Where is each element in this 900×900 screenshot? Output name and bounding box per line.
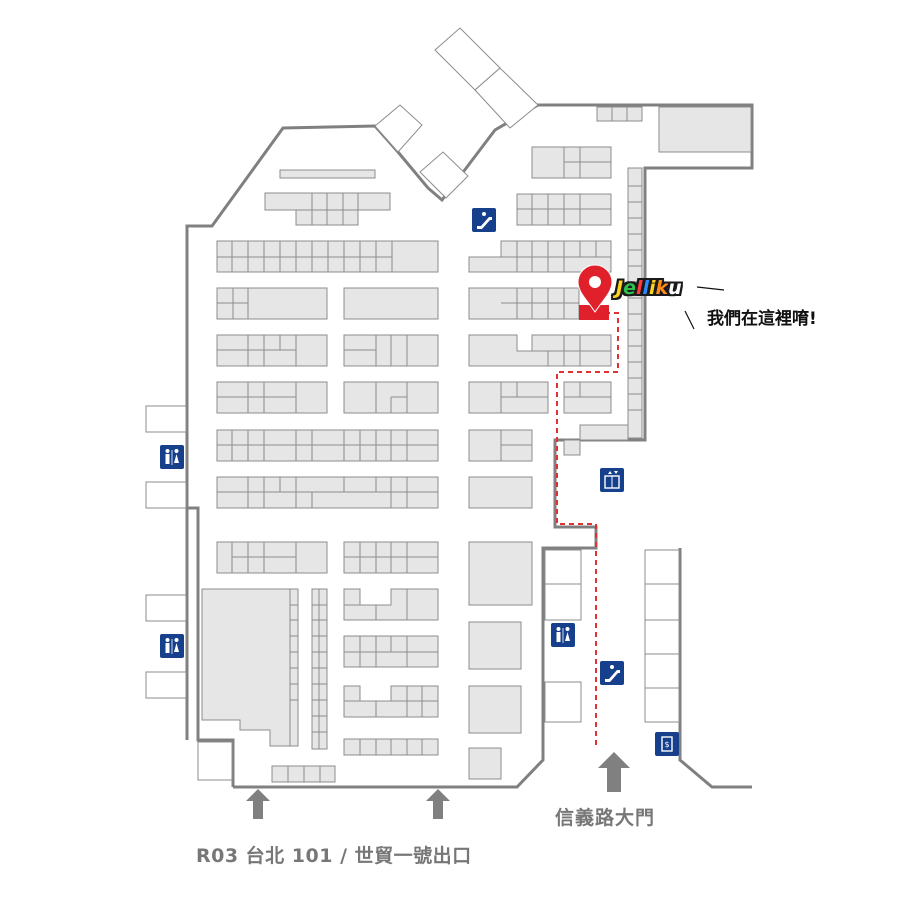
shops [201, 106, 752, 783]
mrt-exit-label: R03 台北 101 / 世貿一號出口 [196, 845, 472, 867]
side-annexes [145, 405, 680, 781]
you-are-here-label: 我們在這裡唷! [707, 309, 817, 329]
logo-letter: u [668, 277, 682, 299]
elevator-icon [600, 468, 624, 492]
route-path [556, 312, 619, 745]
callout-line [684, 310, 695, 330]
location-pin-icon [577, 264, 613, 320]
logo-letter: J [616, 277, 624, 299]
arrow-up-icon [598, 752, 630, 792]
svg-text:$: $ [664, 740, 669, 749]
logo-letter: l [635, 277, 643, 299]
arrow-up-icon [246, 789, 270, 819]
logo-letter: l [642, 277, 649, 299]
restroom-icon [160, 445, 184, 469]
arrow-up-icon [426, 789, 450, 819]
north-wing [374, 27, 539, 199]
callout-line [696, 286, 725, 291]
jelliku-logo: Jelliku [616, 277, 682, 299]
restroom-icon [160, 634, 184, 658]
escalator-icon [472, 208, 496, 232]
restroom-icon [551, 623, 575, 647]
entrance-label: 信義路大門 [555, 807, 656, 829]
escalator-icon [600, 661, 624, 685]
atm-icon: $ [655, 732, 679, 756]
logo-letter: i [649, 277, 656, 299]
logo-letter: e [623, 277, 636, 299]
logo-letter: k [655, 277, 669, 299]
